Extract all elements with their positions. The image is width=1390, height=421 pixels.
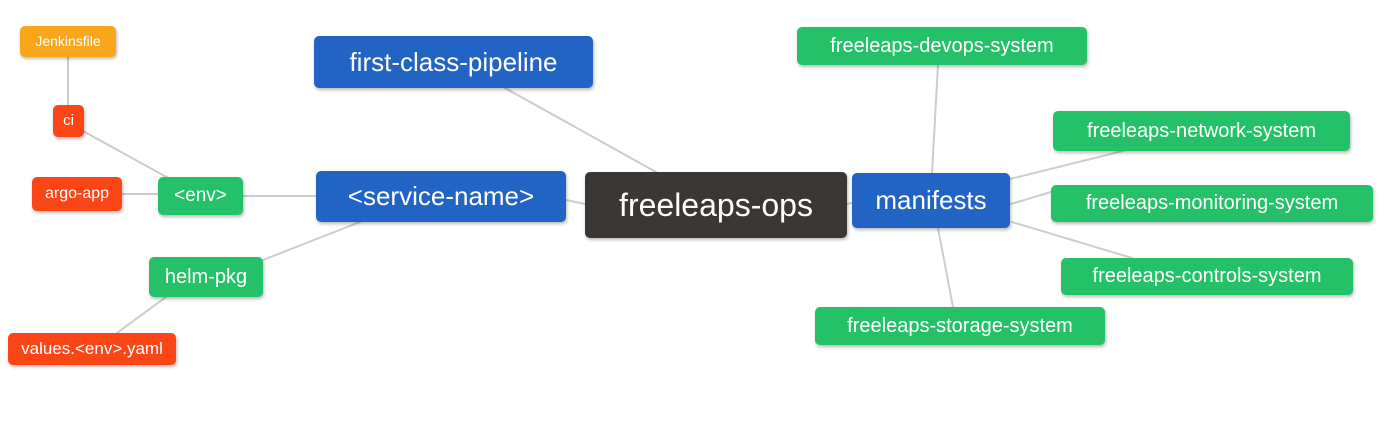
node-label: values.<env>.yaml	[21, 339, 163, 358]
node-values-env-yaml[interactable]: values.<env>.yaml	[8, 333, 176, 365]
node-jenkinsfile[interactable]: Jenkinsfile	[20, 26, 116, 57]
node-label: Jenkinsfile	[35, 33, 101, 49]
node-label: helm-pkg	[164, 265, 248, 288]
edge-manifests-to-freeleaps-network-system	[1009, 150, 1124, 180]
node-label: <env>	[174, 185, 227, 206]
node-label: <service-name>	[347, 181, 535, 211]
edge-first-class-pipeline-to-freeleaps-ops	[504, 87, 657, 173]
edge-manifests-to-freeleaps-storage-system	[937, 227, 954, 308]
node-label: freeleaps-ops	[619, 186, 813, 223]
node-freeleaps-storage-system[interactable]: freeleaps-storage-system	[815, 307, 1105, 345]
node-first-class-pipeline[interactable]: first-class-pipeline	[314, 36, 593, 88]
node-freeleaps-controls-system[interactable]: freeleaps-controls-system	[1061, 258, 1353, 295]
node-freeleaps-network-system[interactable]: freeleaps-network-system	[1053, 111, 1350, 151]
node-freeleaps-ops[interactable]: freeleaps-ops	[585, 172, 847, 238]
node-ci[interactable]: ci	[53, 105, 84, 137]
node-freeleaps-monitoring-system[interactable]: freeleaps-monitoring-system	[1051, 185, 1373, 222]
node-label: freeleaps-devops-system	[830, 34, 1054, 57]
edge-ci-to-env	[82, 130, 171, 180]
node-argo-app[interactable]: argo-app	[32, 177, 122, 211]
node-label: manifests	[875, 185, 987, 215]
node-label: argo-app	[44, 184, 110, 202]
edge-manifests-to-freeleaps-controls-system	[1011, 221, 1133, 259]
node-label: ci	[63, 112, 74, 129]
node-freeleaps-devops-system[interactable]: freeleaps-devops-system	[797, 27, 1087, 65]
node-label: freeleaps-monitoring-system	[1085, 192, 1339, 214]
edge-helm-pkg-to-values-env-yaml	[116, 296, 167, 334]
edge-manifests-to-freeleaps-monitoring-system	[1010, 191, 1052, 205]
edge-service-name-to-helm-pkg	[262, 221, 361, 261]
node-helm-pkg[interactable]: helm-pkg	[149, 257, 263, 297]
node-label: first-class-pipeline	[349, 46, 558, 77]
node-manifests[interactable]: manifests	[852, 173, 1010, 228]
node-label: freeleaps-network-system	[1087, 119, 1316, 142]
node-service-name[interactable]: <service-name>	[316, 171, 566, 222]
node-env[interactable]: <env>	[158, 177, 243, 215]
node-label: freeleaps-controls-system	[1092, 265, 1322, 287]
edge-manifests-to-freeleaps-devops-system	[931, 64, 939, 174]
node-label: freeleaps-storage-system	[847, 314, 1073, 337]
edge-service-name-to-freeleaps-ops	[565, 199, 586, 205]
